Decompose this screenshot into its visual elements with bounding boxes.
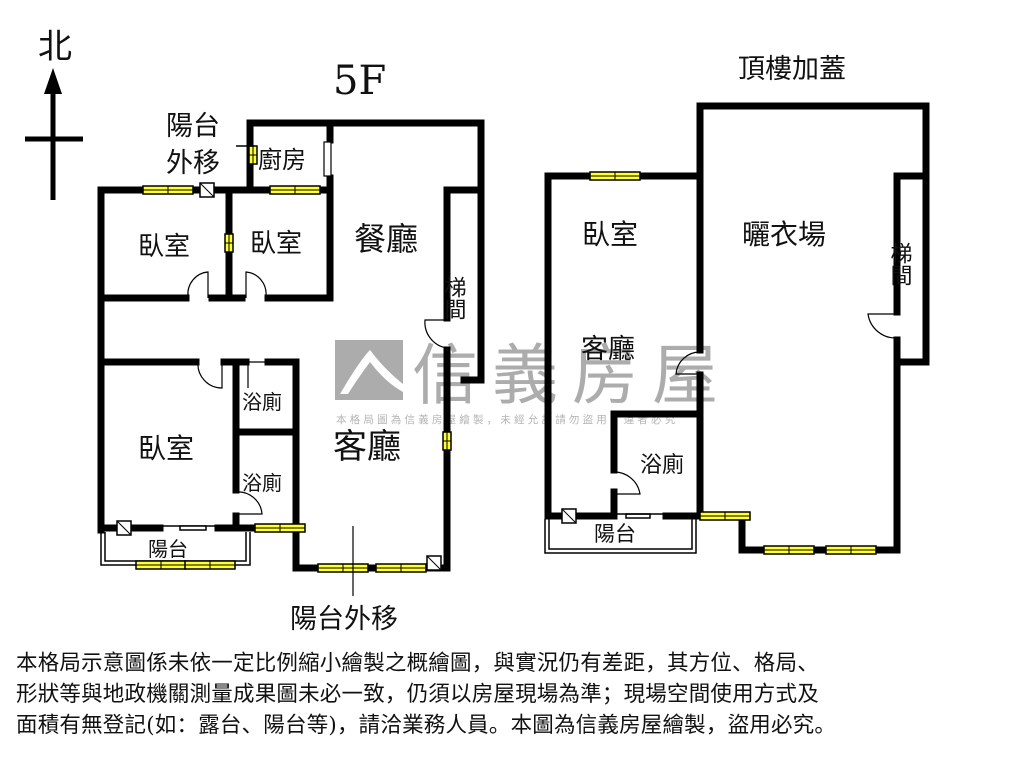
watermark-notice: 本格局圖為信義房屋繪製，未經允許請勿盜用，違者必究: [336, 413, 679, 426]
sinyi-logo-icon: [335, 340, 403, 400]
north-label: 北: [38, 27, 72, 67]
room-labels-rooftop: 臥室 客廳 曬衣場 梯間 浴廁 陽台: [581, 218, 913, 546]
floor-title-rooftop: 頂樓加蓋: [738, 54, 846, 85]
floor-plan: 北 信義房屋 本格局圖為信義房屋繪製，未經允許請勿盜用，違者必究 5F: [25, 27, 930, 635]
label-stair-rooftop: 梯間: [887, 242, 913, 286]
room-labels-5f: 陽台 外移 廚房 臥室 臥室 餐廳 梯間 臥室 浴廁 浴廁 客廳 陽台 陽台外移: [138, 111, 467, 635]
label-stair-5f: 梯間: [441, 276, 467, 320]
label-balcony-moved-top-1: 陽台: [166, 111, 220, 142]
north-arrow-icon: [25, 68, 83, 200]
label-living-rooftop: 客廳: [581, 334, 635, 365]
label-bedroom-nw: 臥室: [138, 232, 190, 262]
label-balcony-moved-top-2: 外移: [166, 148, 220, 179]
compass: 北: [25, 27, 83, 200]
disclaimer-line-3: 面積有無登記(如：露台、陽台等)，請洽業務人員。本圖為信義房屋繪製，盜用必究。: [16, 713, 837, 738]
watermark-brand: 信義房屋: [412, 337, 732, 414]
balcony-rooftop-outline: [544, 513, 697, 554]
doors-5f: [187, 141, 448, 515]
disclaimer-line-1: 本格局示意圖係未依一定比例縮小繪製之概繪圖，與實況仍有差距，其方位、格局、: [16, 651, 819, 676]
label-bedroom-sw: 臥室: [138, 432, 194, 465]
label-laundry-area: 曬衣場: [742, 218, 826, 251]
floor-title-5f: 5F: [333, 58, 386, 104]
label-bath-2: 浴廁: [242, 471, 282, 495]
label-balcony-5f: 陽台: [148, 537, 188, 561]
watermark: 信義房屋 本格局圖為信義房屋繪製，未經允許請勿盜用，違者必究: [335, 337, 732, 426]
doors-rooftop: [613, 313, 898, 495]
label-balcony-rooftop: 陽台: [594, 522, 636, 546]
label-bath-rooftop: 浴廁: [640, 453, 684, 478]
label-bedroom-rooftop: 臥室: [582, 218, 638, 251]
label-dining: 餐廳: [354, 220, 418, 258]
label-balcony-moved-bottom: 陽台外移: [290, 604, 398, 635]
label-kitchen: 廚房: [258, 146, 306, 174]
ducts-rooftop: [561, 508, 577, 524]
disclaimer: 本格局示意圖係未依一定比例縮小繪製之概繪圖，與實況仍有差距，其方位、格局、 形狀…: [16, 648, 1016, 741]
label-living-5f: 客廳: [333, 427, 401, 467]
label-bedroom-n: 臥室: [250, 229, 302, 259]
disclaimer-line-2: 形狀等與地政機關測量成果圖未必一致，仍須以房屋現場為準；現場空間使用方式及: [16, 682, 819, 707]
label-bath-1: 浴廁: [242, 390, 282, 414]
